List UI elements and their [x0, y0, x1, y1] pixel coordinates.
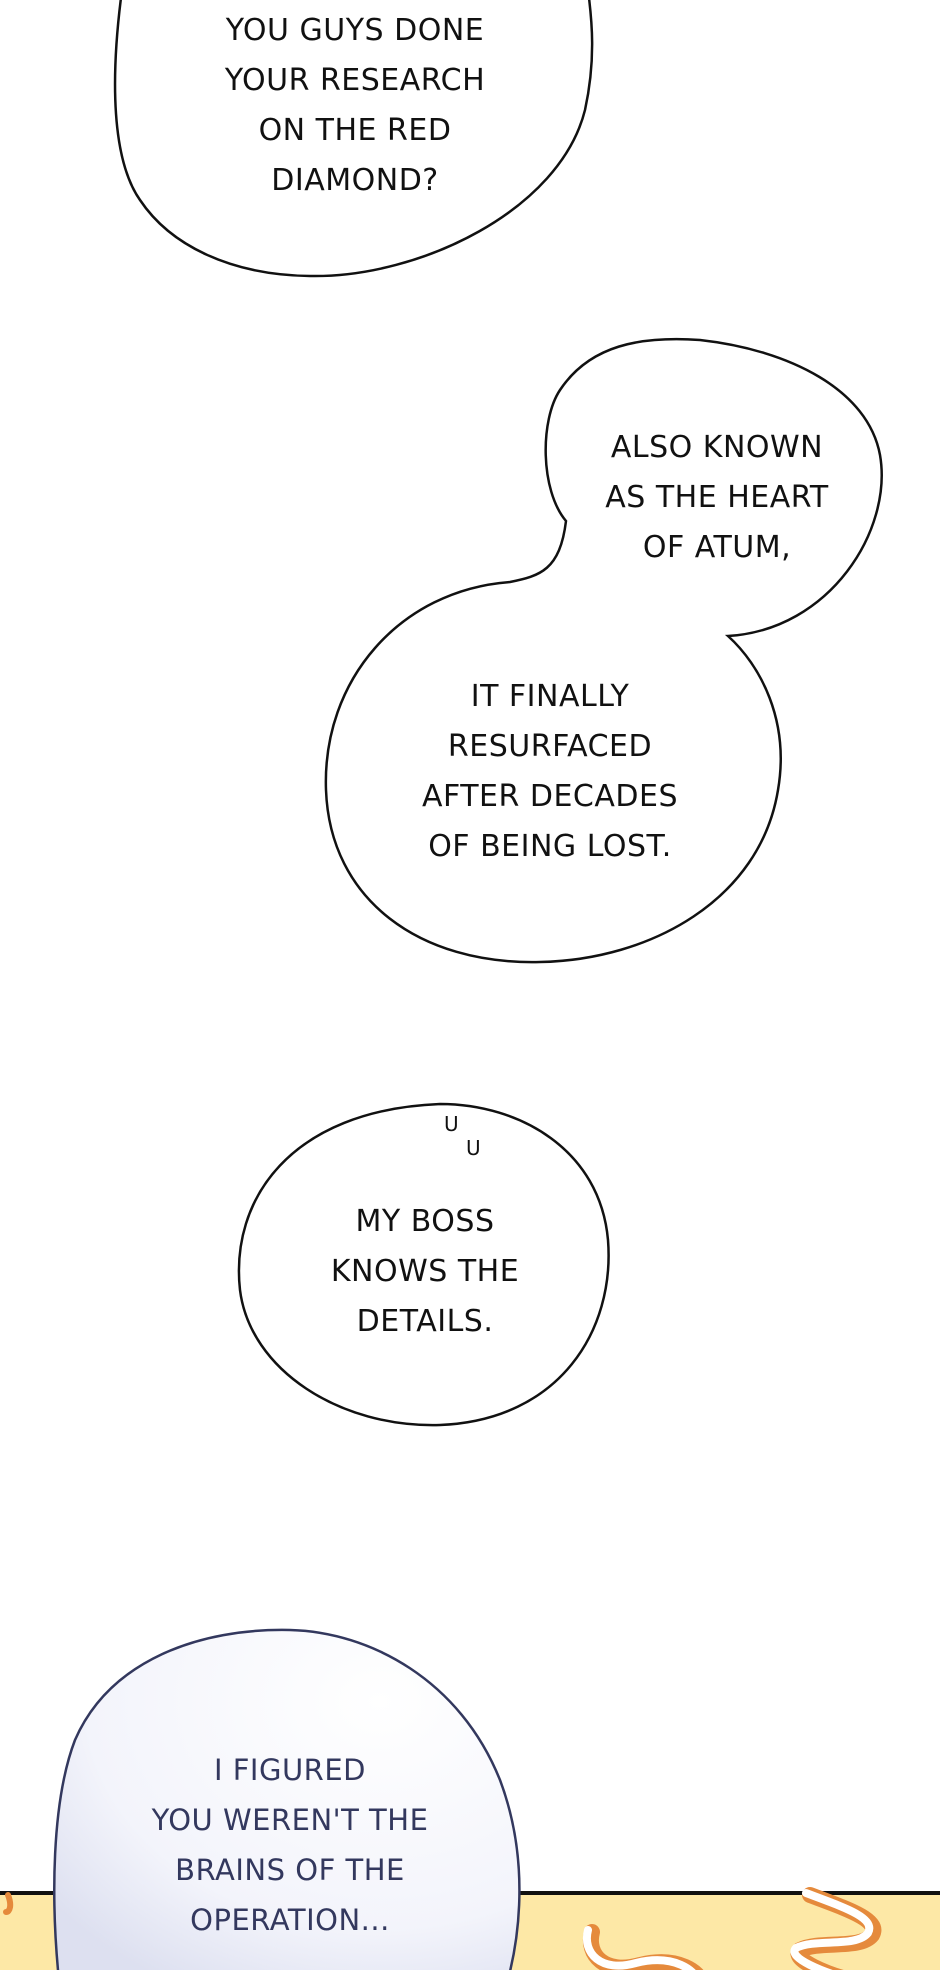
bubble-2b-text: IT FINALLY RESURFACED AFTER DECADES OF B… [421, 679, 679, 864]
bubble-3-text: MY BOSS KNOWS THE DETAILS. [330, 1204, 520, 1339]
speech-bubble-3 [237, 1102, 610, 1427]
bubble-4-text: I FIGURED YOU WEREN'T THE BRAINS OF THE … [151, 1753, 429, 1937]
bubble-2a-text: ALSO KNOWN AS THE HEART OF ATUM, [605, 430, 829, 565]
squiggle-decoration [3, 1887, 882, 1970]
speech-bubble-4 [53, 1628, 521, 1970]
bubble-1-text: YOU GUYS DONE YOUR RESEARCH ON THE RED D… [224, 13, 486, 198]
speech-bubble-2 [324, 337, 883, 964]
sfx-mark: U [444, 1112, 459, 1136]
sfx-mark: U [466, 1136, 481, 1160]
speech-bubble-1 [113, 0, 594, 278]
